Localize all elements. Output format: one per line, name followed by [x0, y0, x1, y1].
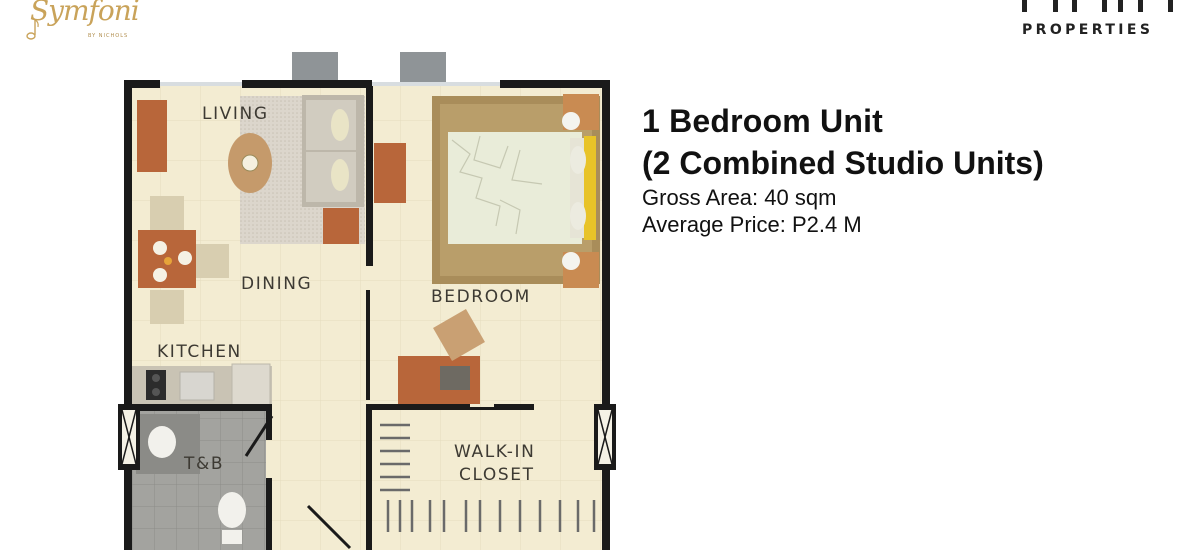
- label-kitchen: KITCHEN: [157, 342, 242, 362]
- average-price: Average Price: P2.4 M: [642, 212, 862, 237]
- hanger-rack-bottom: [386, 500, 596, 532]
- stove: [146, 370, 166, 400]
- lamp-top-icon: [562, 112, 580, 130]
- sink: [179, 371, 215, 401]
- end-table: [323, 208, 359, 244]
- toilet: [218, 492, 246, 528]
- floor-plan: LIVING DINING KITCHEN BEDROOM T&B WALK-I…: [118, 52, 616, 550]
- closet-sliding-door: [470, 407, 532, 410]
- sofa: [302, 95, 364, 207]
- symfoni-logo: Symfoni BY NICHOLS: [22, 0, 152, 48]
- symfoni-logo-text: Symfoni: [30, 0, 140, 27]
- window-top-right: [372, 82, 500, 86]
- unit-subtitle: (2 Combined Studio Units): [642, 145, 1044, 181]
- closet-wall-top-left: [366, 404, 470, 410]
- unit-title: 1 Bedroom Unit: [642, 103, 884, 139]
- lamp-bottom-icon: [562, 252, 580, 270]
- music-note-icon: [26, 19, 39, 40]
- developer-logo-text: PROPERTIES: [1022, 22, 1154, 38]
- aircon-unit-left: [292, 52, 338, 82]
- desk-chair-top: [433, 309, 485, 361]
- exterior-walls: [124, 80, 610, 550]
- bed: [448, 132, 596, 244]
- gross-area: Gross Area: 40 sqm: [642, 185, 837, 210]
- flower-vase: [241, 154, 259, 172]
- bedroom-shelf: [374, 143, 406, 203]
- desk-chair-bottom: [440, 366, 470, 390]
- side-window-right: [594, 404, 616, 470]
- symfoni-logo-sub: BY NICHOLS: [88, 33, 129, 39]
- label-tb: T&B: [183, 454, 224, 474]
- side-window-left: [118, 404, 140, 470]
- bathroom-wall-right-lower: [266, 478, 272, 550]
- closet-wall-left: [366, 404, 372, 550]
- developer-logo-mark: [1022, 0, 1173, 12]
- label-walkin-line2: CLOSET: [459, 465, 535, 485]
- dining-set: [138, 196, 229, 324]
- label-living: LIVING: [202, 104, 269, 124]
- entry-door: [306, 504, 352, 550]
- hanger-rack-left: [380, 423, 410, 492]
- lavatory: [148, 426, 176, 458]
- fridge: [231, 363, 271, 407]
- label-walkin-line1: WALK-IN: [454, 442, 535, 462]
- label-dining: DINING: [241, 274, 312, 294]
- label-bedroom: BEDROOM: [431, 287, 531, 307]
- aircon-unit-right: [400, 52, 446, 82]
- side-cabinet: [137, 100, 167, 172]
- developer-logo: PROPERTIES: [1020, 0, 1180, 42]
- partition-wall: [366, 86, 373, 266]
- partition-stub: [366, 290, 370, 400]
- unit-info: 1 Bedroom Unit (2 Combined Studio Units)…: [642, 100, 1162, 238]
- window-top-left: [160, 82, 242, 86]
- bathroom-wall-top: [132, 404, 272, 411]
